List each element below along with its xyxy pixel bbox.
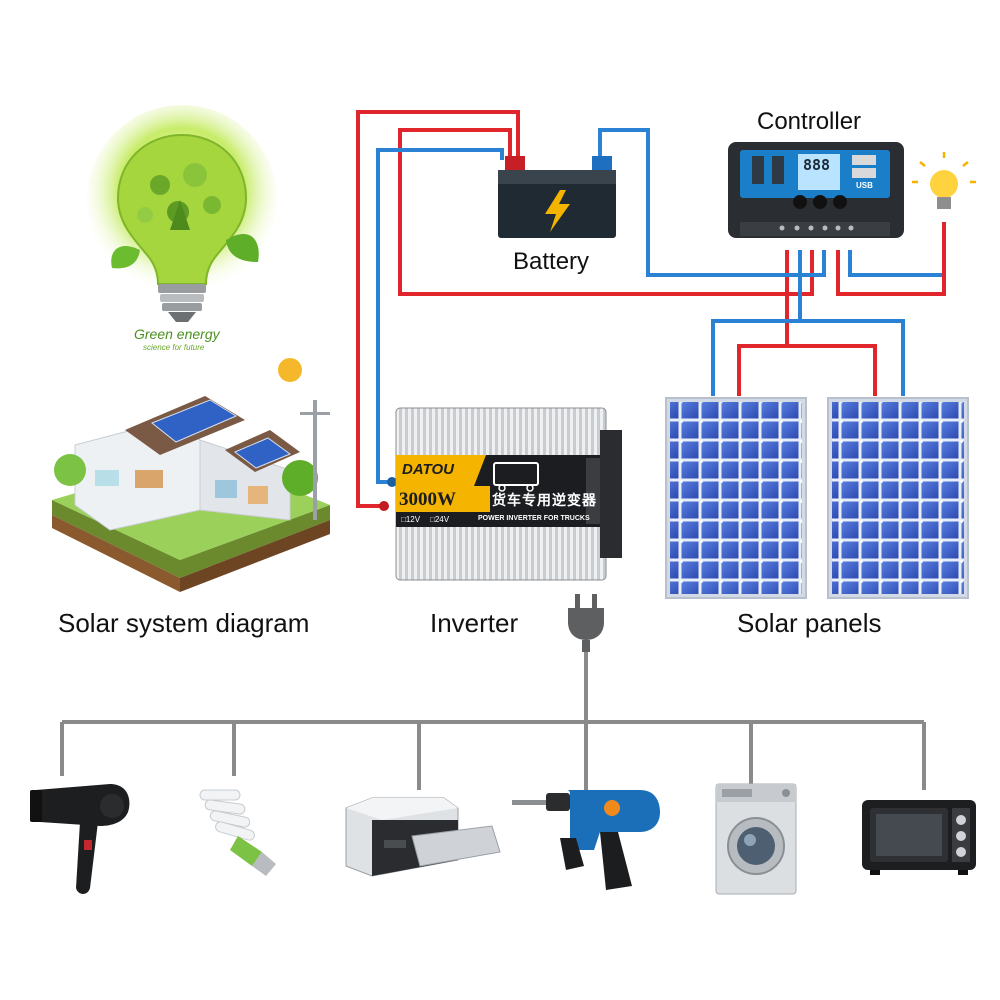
plug-icon — [568, 594, 604, 652]
printer-icon — [345, 797, 501, 877]
green-energy-bulb-icon — [87, 105, 277, 322]
solar-system-diagram-label: Solar system diagram — [58, 608, 310, 638]
inverter-english-title: POWER INVERTER FOR TRUCKS — [478, 515, 590, 522]
wire-battery-to-controller-positive — [398, 128, 814, 296]
inverter-brand: DATOU — [402, 461, 454, 478]
solar-panels-label: Solar panels — [737, 608, 882, 638]
microwave-oven-icon — [862, 800, 976, 875]
wiring — [356, 110, 946, 511]
wire-battery-to-inverter-positive — [356, 110, 520, 508]
solar-panel-icon — [665, 397, 807, 599]
inverter-icon — [395, 407, 622, 581]
inverter-label: Inverter — [430, 608, 519, 638]
controller-icon — [728, 142, 904, 238]
wire-battery-to-controller-negative — [598, 128, 826, 277]
inverter-12v-option: □12V — [401, 515, 421, 524]
washing-machine-icon — [715, 783, 797, 895]
inverter-power: 3000W — [399, 489, 456, 510]
green-energy-subtitle: science for future — [143, 343, 205, 352]
controller-usb-label: USB — [856, 181, 873, 190]
green-energy-title: Green energy — [134, 326, 220, 342]
cfl-bulb-icon — [199, 789, 276, 876]
drill-icon — [512, 790, 660, 890]
hair-dryer-icon — [30, 784, 130, 894]
solar-house-icon — [52, 358, 330, 592]
battery-icon — [498, 156, 616, 238]
ac-distribution-lines — [60, 650, 926, 790]
controller-label: Controller — [757, 108, 862, 135]
light-bulb-icon — [912, 152, 976, 209]
wire-panels-to-controller-negative — [711, 250, 905, 396]
inverter-24v-option: □24V — [430, 515, 450, 524]
wire-battery-to-inverter-negative — [376, 148, 504, 484]
battery-label: Battery — [513, 248, 590, 275]
solar-panel-icon — [827, 397, 969, 599]
wire-controller-to-load-negative — [848, 250, 942, 277]
wire-panels-to-controller-positive — [737, 250, 877, 396]
wire-controller-to-load-positive — [836, 222, 946, 296]
inverter-chinese-title: 货车专用逆变器 — [492, 493, 597, 509]
controller-display-readout: 888 — [803, 156, 831, 174]
